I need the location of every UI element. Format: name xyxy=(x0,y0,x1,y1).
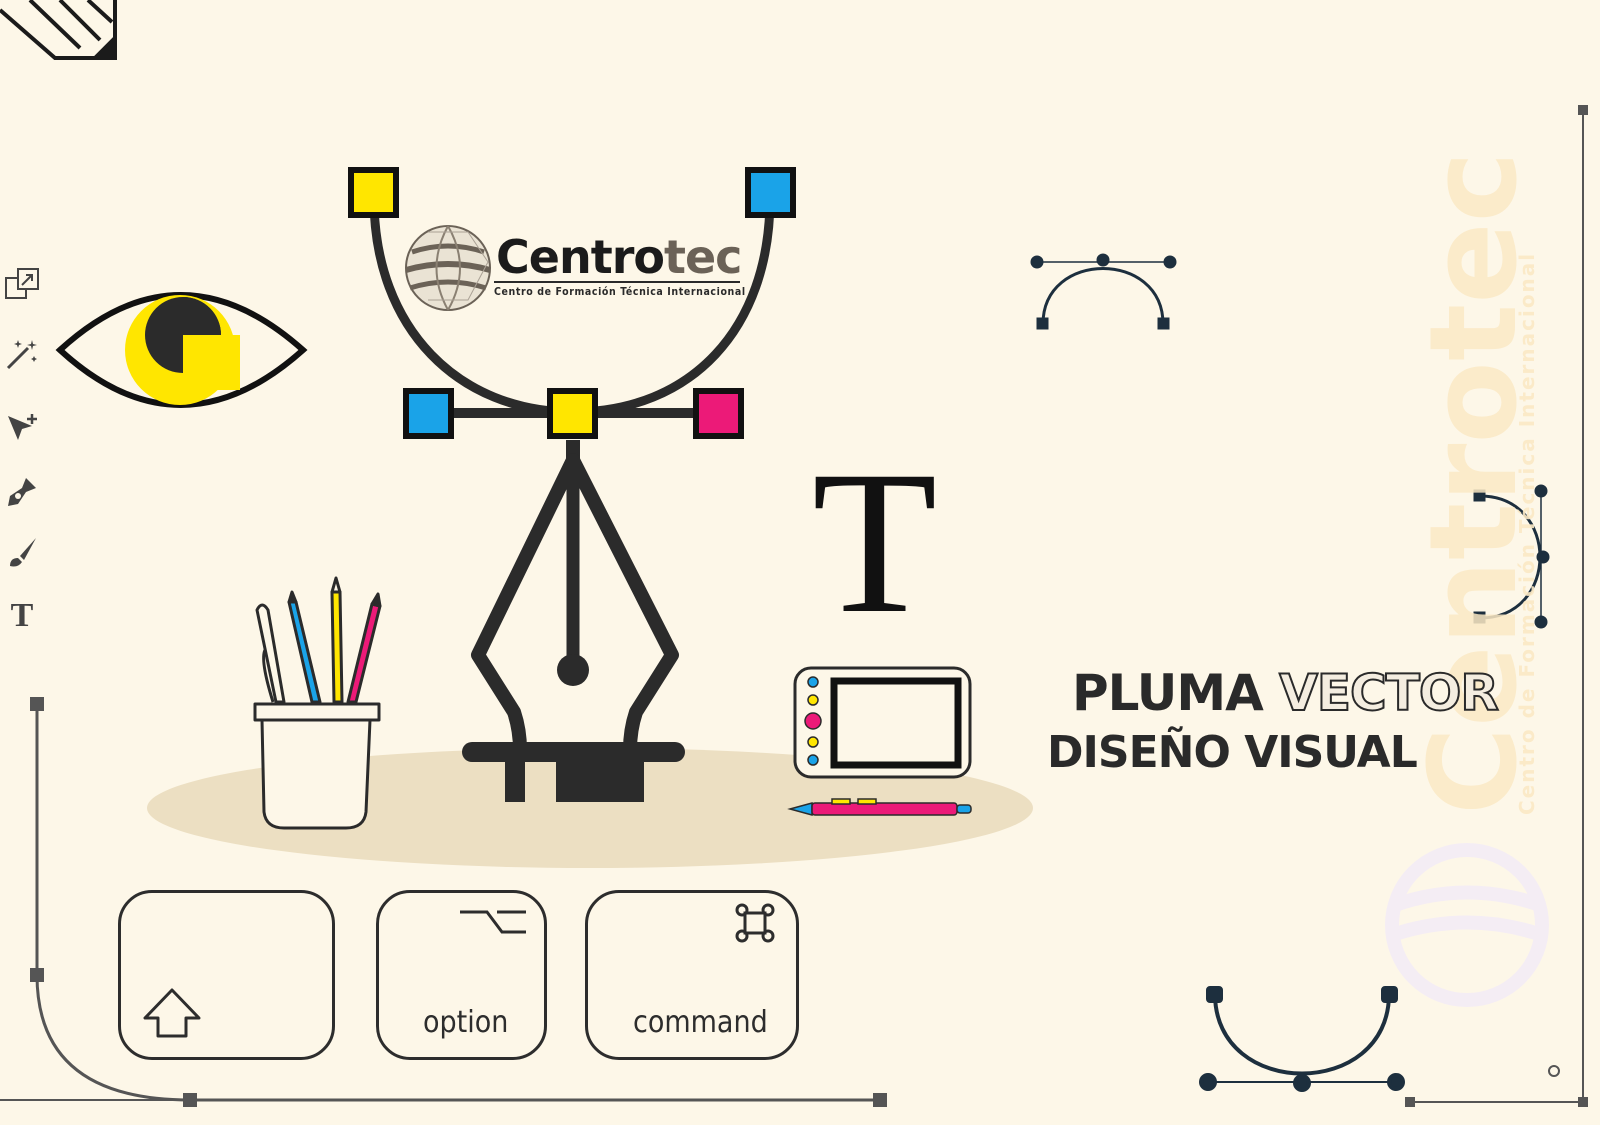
command-key-label: command xyxy=(633,1005,768,1040)
bezier-arc-right xyxy=(1473,484,1550,629)
direct-select-icon[interactable] xyxy=(4,410,40,446)
anchor-cyan-left xyxy=(403,388,454,439)
pen-nib-icon xyxy=(462,440,685,802)
brand-tagline: Centro de Formación Técnica Internaciona… xyxy=(494,286,746,298)
option-key xyxy=(376,890,547,1060)
command-key-icon xyxy=(735,903,775,943)
headline-line-2: DISEÑO VISUAL xyxy=(1047,727,1418,778)
brand-name-accent: tec xyxy=(663,230,742,284)
anchor-cyan-top-right xyxy=(745,167,796,218)
type-tool-icon[interactable]: T xyxy=(10,597,34,634)
pencil-corner-icon xyxy=(0,0,117,60)
artboard-icon[interactable] xyxy=(4,266,40,302)
pencil-cup-icon xyxy=(253,576,382,830)
text-tool-glyph: T xyxy=(812,429,938,656)
bezier-arc-bottom xyxy=(1199,986,1405,1092)
shift-arrow-icon xyxy=(143,988,201,1038)
bezier-arc-top xyxy=(1030,253,1177,330)
centrotec-globe-logo xyxy=(405,225,491,311)
brush-icon[interactable] xyxy=(4,534,40,570)
headline-bold-word: PLUMA xyxy=(1072,664,1264,722)
brand-wordmark: Centrotec xyxy=(496,230,742,284)
anchor-yellow-center xyxy=(547,388,598,439)
right-ruler-line xyxy=(1405,105,1588,1107)
headline-line-1: PLUMA VECTOR xyxy=(1072,663,1500,723)
anchor-yellow-top-left xyxy=(348,167,399,218)
option-key-icon xyxy=(460,910,526,934)
pen-tool-icon[interactable] xyxy=(4,474,40,510)
anchor-magenta-right xyxy=(693,388,744,439)
magic-wand-icon[interactable] xyxy=(4,336,40,372)
bottom-left-bezier-line xyxy=(0,704,880,1102)
command-key xyxy=(585,890,799,1060)
brand-name-main: Centro xyxy=(496,230,665,284)
headline-outline-word: VECTOR xyxy=(1278,663,1500,723)
shift-key xyxy=(118,890,335,1060)
drawing-tablet-icon xyxy=(793,666,972,779)
stylus-pen-icon xyxy=(787,798,972,816)
option-key-label: option xyxy=(423,1005,509,1040)
eye-icon xyxy=(55,292,308,408)
watermark-globe xyxy=(1385,843,1549,1007)
